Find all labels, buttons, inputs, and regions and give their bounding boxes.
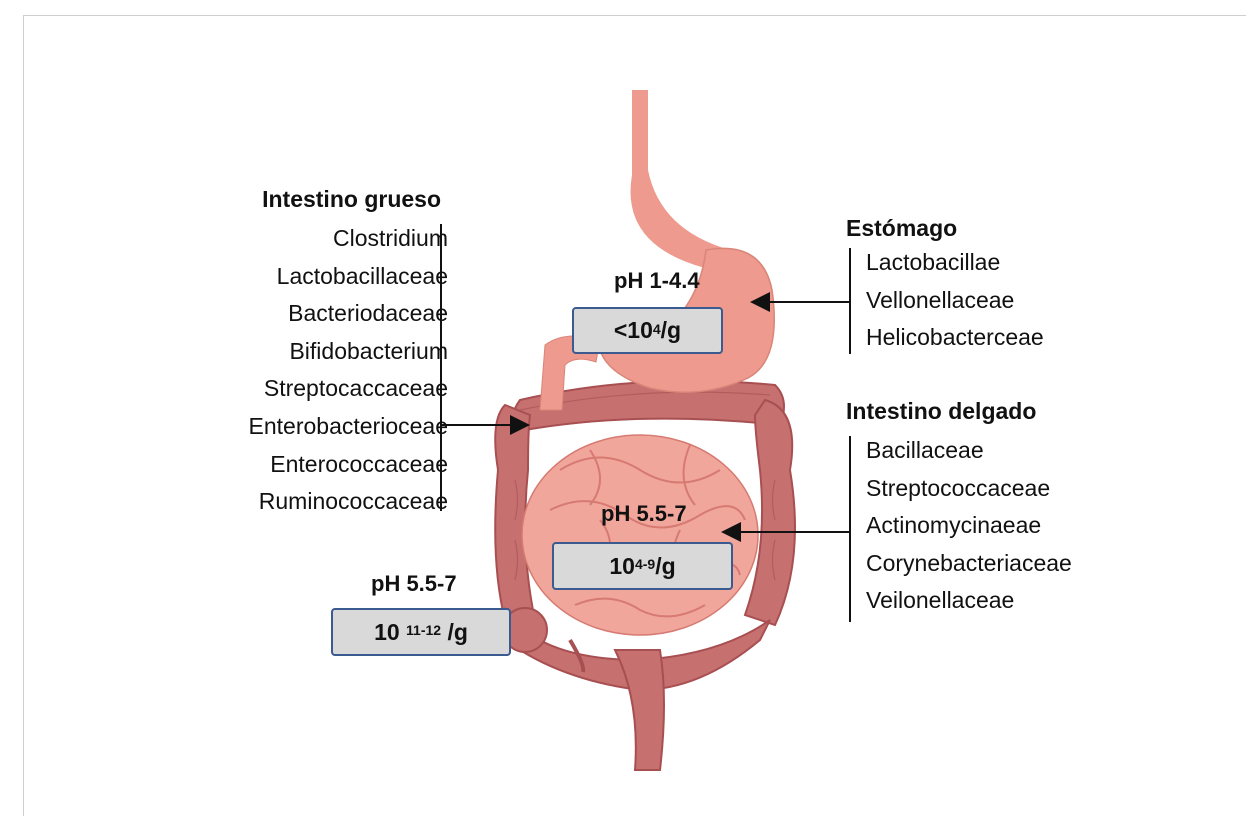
stomach-bacterium: Vellonellaceae [866, 282, 1044, 320]
stomach-count-unit: /g [661, 317, 681, 344]
small-intestine-count-unit: /g [655, 553, 675, 580]
stomach-count-exponent: 4 [653, 321, 661, 337]
large-intestine-count-unit: /g [447, 619, 467, 646]
stomach-bracket [849, 248, 851, 354]
large-intestine-bacterium: Lactobacillaceae [249, 258, 448, 296]
small-intestine-bacterium: Bacillaceae [866, 432, 1072, 470]
small-intestine-bacterium: Veilonellaceae [866, 582, 1072, 620]
small-intestine-count-exponent: 4-9 [635, 556, 655, 572]
large-intestine-bacterium: Enterobacterioceae [249, 408, 448, 446]
large-intestine-count-base: 10 [374, 619, 400, 646]
small-intestine [522, 435, 758, 635]
large-intestine-bacterium: Clostridium [249, 220, 448, 258]
small-intestine-bacterium: Streptococcaceae [866, 470, 1072, 508]
large-intestine-bracket [440, 224, 442, 511]
stomach-bacterium: Helicobacterceae [866, 319, 1044, 357]
large-intestine-bacterium: Enterococcaceae [249, 446, 448, 484]
large-intestine-count-box: 10 11-12 /g [331, 608, 511, 656]
small-intestine-count-base: 10 [609, 553, 635, 580]
large-intestine-bacterium: Ruminococcaceae [249, 483, 448, 521]
stomach-count-base: <10 [614, 317, 653, 344]
stomach-title: Estómago [846, 215, 957, 242]
small-intestine-title: Intestino delgado [846, 398, 1036, 425]
small-intestine-bacterium: Actinomycinaeae [866, 507, 1072, 545]
large-intestine-count-exponent: 11-12 [406, 622, 441, 638]
large-intestine-bacterium: Streptocaccaceae [249, 370, 448, 408]
large-intestine-bacterium: Bacteriodaceae [249, 295, 448, 333]
large-intestine-bacterium: Bifidobacterium [249, 333, 448, 371]
small-intestine-bacterium: Corynebacteriaceae [866, 545, 1072, 583]
small-intestine-ph-label: pH 5.5-7 [601, 501, 687, 527]
stomach-bacterium: Lactobacillae [866, 244, 1044, 282]
esophagus [631, 90, 730, 268]
large-intestine-title: Intestino grueso [262, 186, 441, 213]
large-intestine-ph-label: pH 5.5-7 [371, 571, 457, 597]
small-intestine-bracket [849, 436, 851, 622]
stomach-ph-label: pH 1-4.4 [614, 268, 700, 294]
